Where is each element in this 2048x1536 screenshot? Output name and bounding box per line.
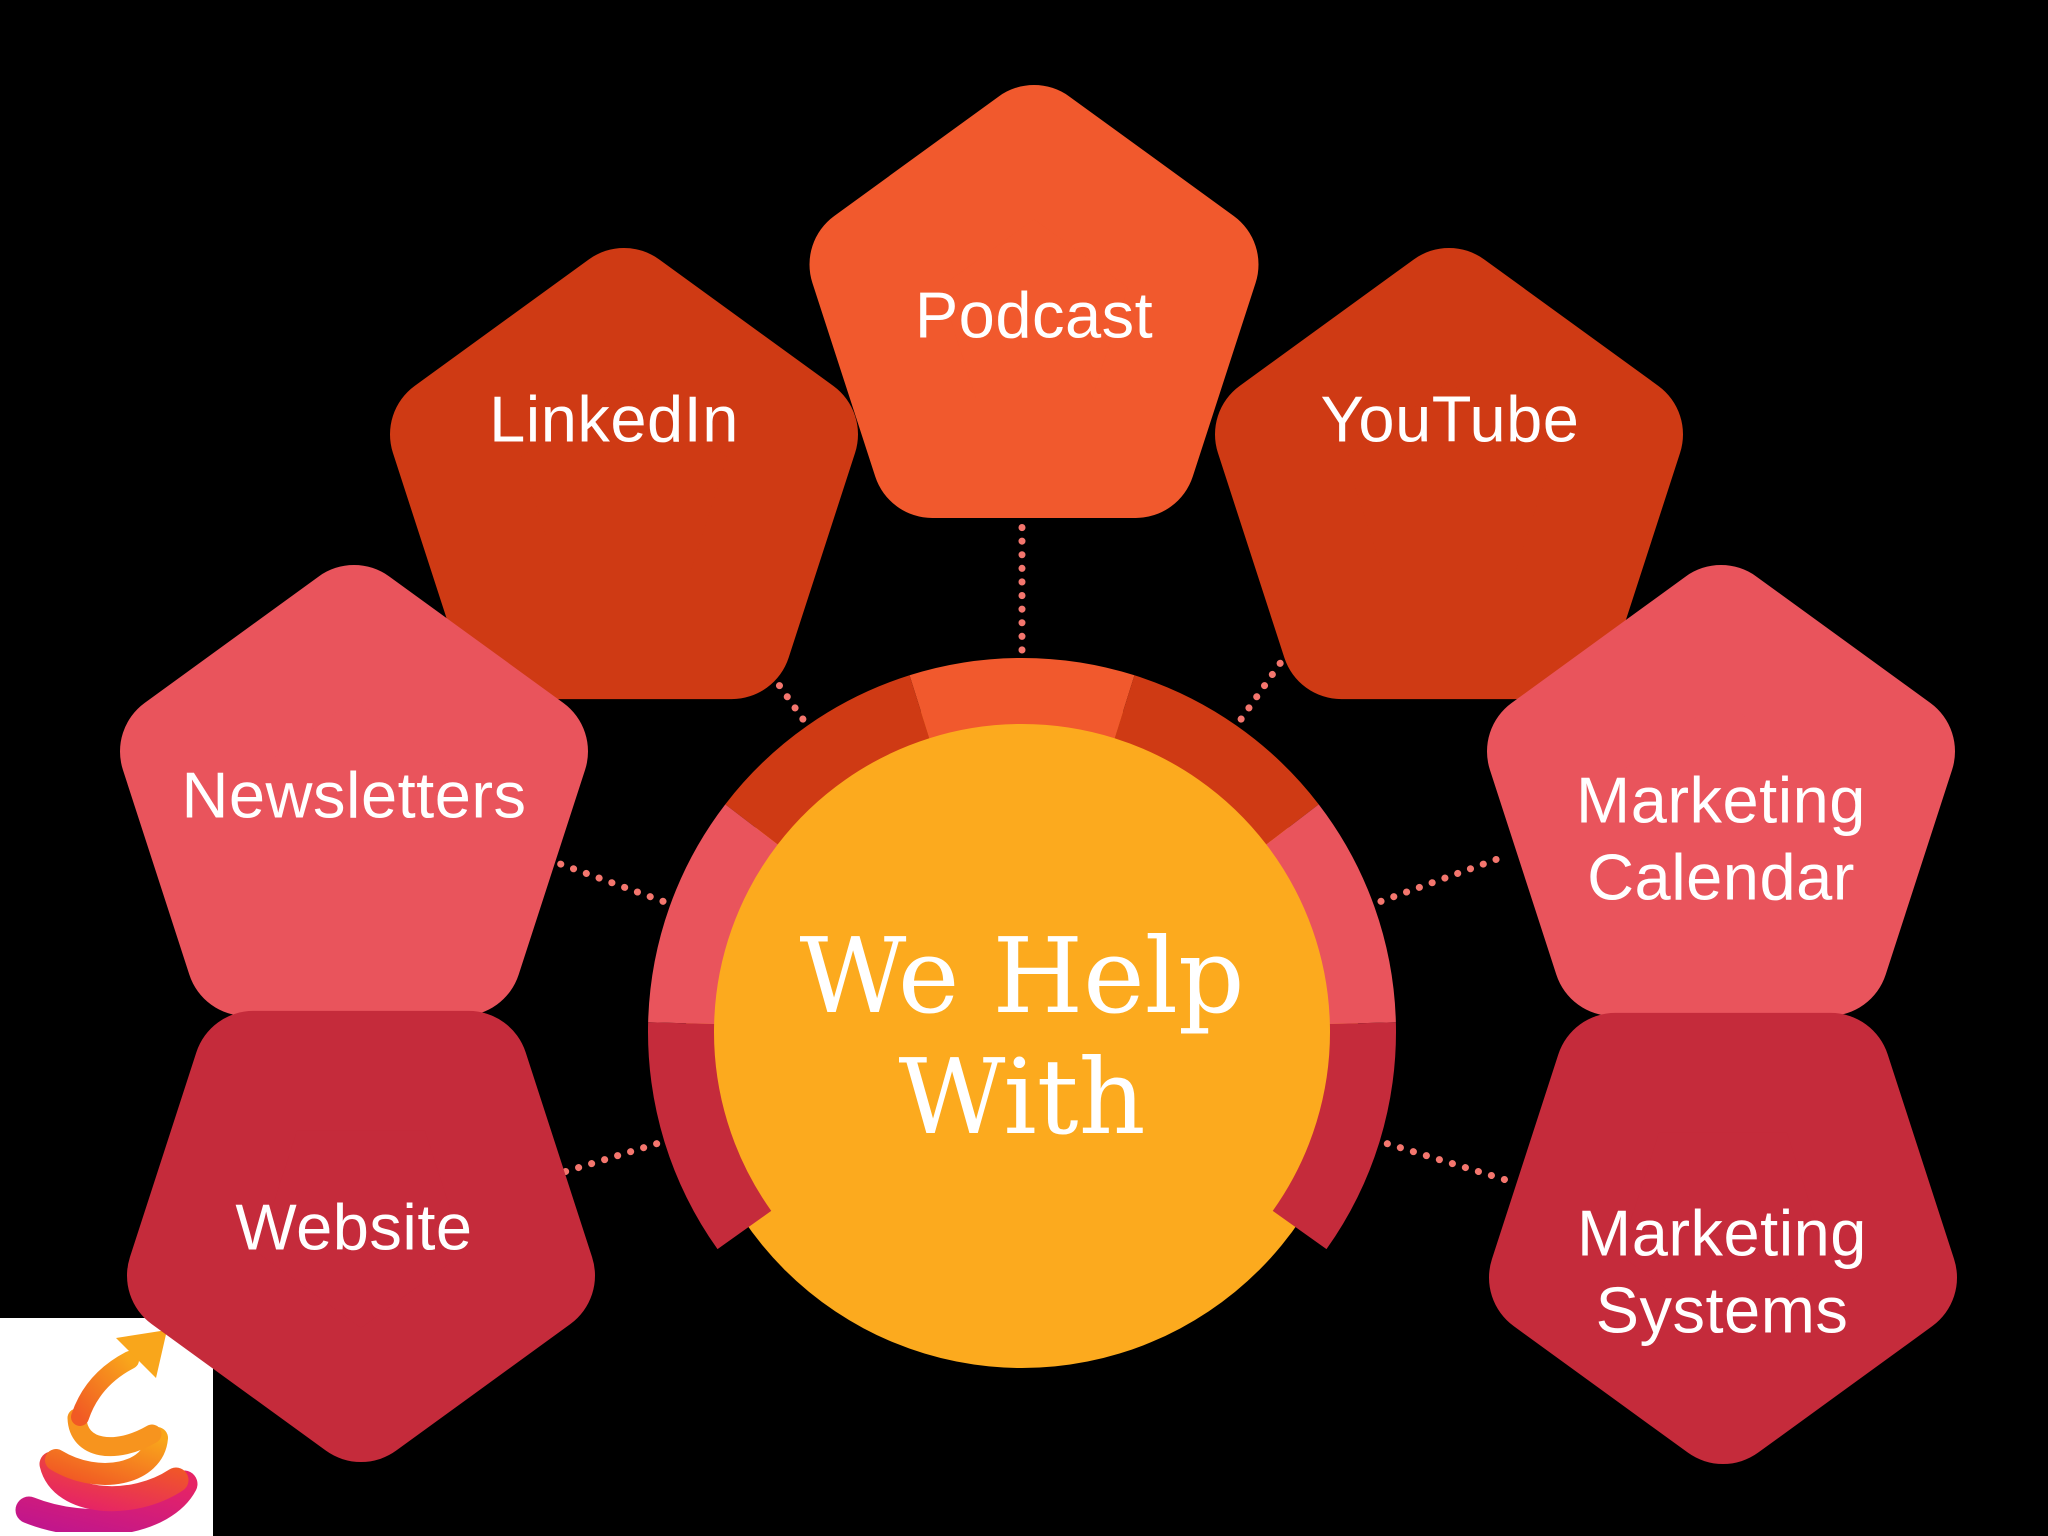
node-label-website: Website <box>235 1190 473 1264</box>
node-label-marketing-systems: Marketing Systems <box>1577 1196 1867 1346</box>
logo-badge <box>0 1318 213 1536</box>
node-label-linkedin: LinkedIn <box>489 382 739 456</box>
node-label-youtube: YouTube <box>1320 382 1580 456</box>
node-label-marketing-calendar: Marketing Calendar <box>1576 763 1866 913</box>
spiral-growth-arrow-logo-icon <box>15 1330 198 1532</box>
ring-segment-marketing-calendar <box>1266 804 1396 1024</box>
ring-segment-website <box>648 1022 772 1250</box>
hub-title-line1: We Help <box>799 915 1245 1037</box>
pentagon-youtube <box>1215 248 1683 700</box>
node-label-podcast: Podcast <box>914 278 1154 352</box>
ring-segment-youtube <box>1114 675 1319 845</box>
pentagon-podcast <box>809 85 1259 518</box>
pentagon-website <box>127 1010 595 1462</box>
ring-segment-podcast <box>909 658 1135 739</box>
pentagon-linkedin <box>390 248 858 700</box>
pentagon-marketing-calendar <box>1487 565 1955 1017</box>
ring-segment-newsletters <box>648 804 778 1024</box>
connector-marketing-systems <box>1383 1140 1512 1185</box>
hub-title-line2: With <box>898 1036 1146 1158</box>
connector-marketing-calendar <box>1377 854 1503 905</box>
ring-segment-marketing-systems <box>1272 1022 1396 1250</box>
ring-segment-linkedin <box>725 675 930 845</box>
node-label-newsletters: Newsletters <box>181 758 527 832</box>
connector-newsletters <box>541 854 667 905</box>
hub-circle <box>686 696 1358 1368</box>
pentagon-newsletters <box>120 565 588 1017</box>
pentagon-marketing-systems <box>1489 1012 1957 1464</box>
